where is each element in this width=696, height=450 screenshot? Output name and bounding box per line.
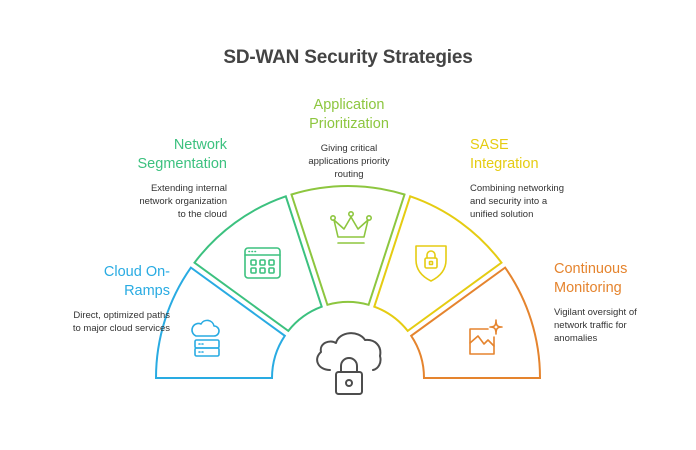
segment-shape-sase-integration: [373, 195, 503, 333]
segment-title-line: Application: [313, 97, 385, 113]
segment-desc-line: routing: [334, 169, 364, 180]
segment-title-line: Segmentation: [137, 156, 227, 172]
segment-desc-line: Extending internal: [150, 183, 227, 194]
segment-desc-line: anomalies: [554, 333, 598, 344]
segment-cloud-on-ramps: Cloud On- Ramps Direct, optimized paths …: [20, 263, 170, 335]
segment-title-line: Network: [173, 137, 227, 153]
segment-title-line: Integration: [470, 156, 539, 172]
diagram-title: SD-WAN Security Strategies: [223, 47, 473, 68]
cloud-lock-icon: [316, 332, 382, 395]
shield-lock-icon: [415, 245, 447, 282]
segment-desc-line: network traffic for: [554, 320, 627, 331]
segment-desc-line: Combining networking: [470, 183, 564, 194]
segment-desc-line: applications priority: [308, 156, 390, 167]
segment-desc-line: Vigilant oversight of: [554, 307, 637, 318]
segment-desc-line: network organization: [139, 196, 227, 207]
segment-application-prioritization: Application Prioritization Giving critic…: [274, 96, 424, 181]
segment-title-line: Ramps: [124, 283, 170, 299]
segment-desc-line: Giving critical: [320, 143, 378, 154]
segment-title-line: SASE: [470, 137, 509, 153]
segment-desc-line: Direct, optimized paths: [73, 310, 170, 321]
segment-desc-line: unified solution: [470, 209, 534, 220]
segment-continuous-monitoring: Continuous Monitoring Vigilant oversight…: [554, 260, 694, 345]
segment-desc-line: to the cloud: [177, 209, 227, 220]
segment-sase-integration: SASE Integration Combining networking an…: [470, 136, 620, 221]
segment-title-line: Prioritization: [309, 116, 389, 132]
image-sparkle-icon: [469, 319, 503, 355]
segment-shape-continuous-monitoring: [409, 266, 542, 379]
segment-network-segmentation: Network Segmentation Extending internal …: [75, 136, 227, 221]
segment-desc-line: to major cloud services: [72, 323, 170, 334]
segment-shape-network-segmentation: [193, 195, 323, 333]
segment-title-line: Cloud On-: [103, 264, 170, 280]
segment-shape-cloud-on-ramps: [154, 266, 287, 379]
segment-shape-application-prioritization: [290, 184, 406, 307]
segment-title-line: Monitoring: [554, 280, 622, 296]
segment-desc-line: and security into a: [470, 196, 548, 207]
segment-title-line: Continuous: [554, 261, 628, 277]
cloud-server-icon: [191, 319, 220, 357]
crown-icon: [329, 211, 372, 244]
app-window-grid-icon: [244, 247, 281, 279]
